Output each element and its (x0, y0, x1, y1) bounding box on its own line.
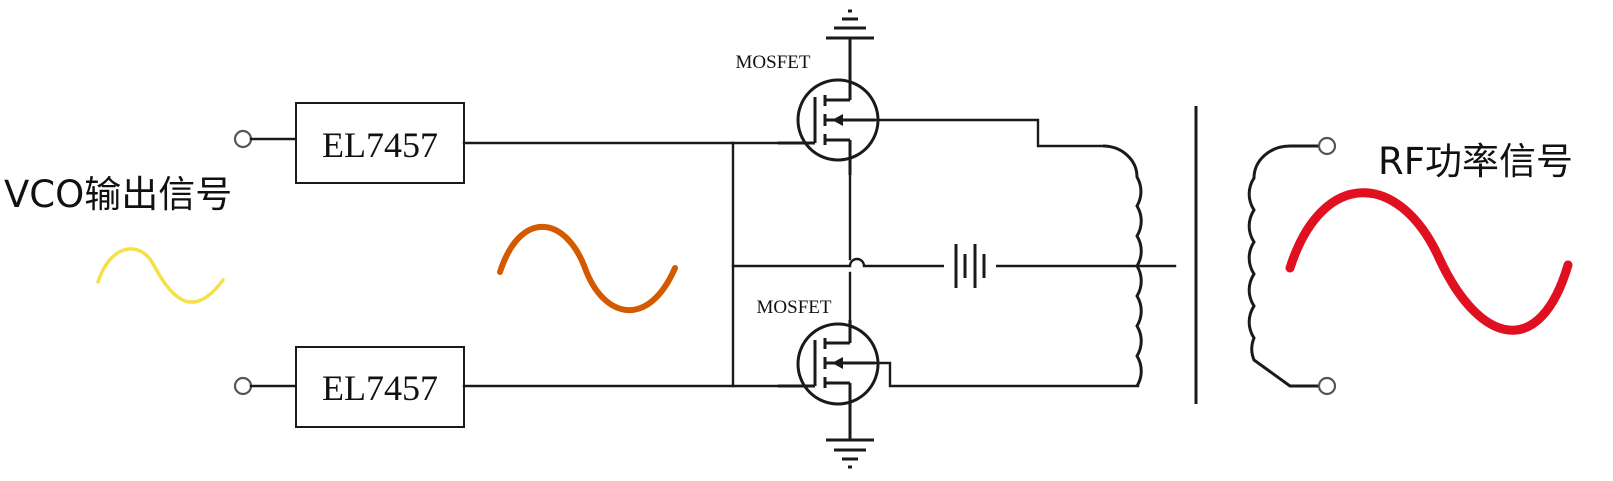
ground-icon-bottom (826, 438, 874, 469)
output-terminal-bottom (1317, 376, 1337, 396)
mosfet-bottom (778, 320, 880, 440)
input-terminal-top (233, 129, 253, 149)
mosfet-top-label: MOSFET (736, 52, 811, 73)
battery-icon (944, 244, 996, 288)
vco-wave (96, 247, 225, 304)
driver-box-bottom (295, 346, 465, 428)
driver-box-top (295, 102, 465, 184)
mosfet-bottom-label: MOSFET (757, 297, 832, 318)
wire-center-tap (731, 257, 1177, 268)
input-label: VCO输出信号 (4, 173, 232, 216)
driver-bottom-label: EL7457 (322, 368, 438, 408)
rf-wave (1285, 188, 1573, 335)
ground-icon (826, 9, 874, 40)
mosfet-top (778, 38, 880, 175)
input-terminal-bottom (233, 376, 253, 396)
wire-top-to-primary (873, 118, 1105, 148)
transformer-primary-coil (1102, 144, 1143, 387)
output-terminal-top (1317, 136, 1337, 156)
driver-wave (497, 224, 678, 314)
output-label: RF功率信号 (1378, 140, 1573, 183)
driver-top-label: EL7457 (322, 125, 438, 165)
wire-bottom-to-primary (873, 361, 1140, 388)
transformer-secondary-coil (1247, 144, 1318, 388)
